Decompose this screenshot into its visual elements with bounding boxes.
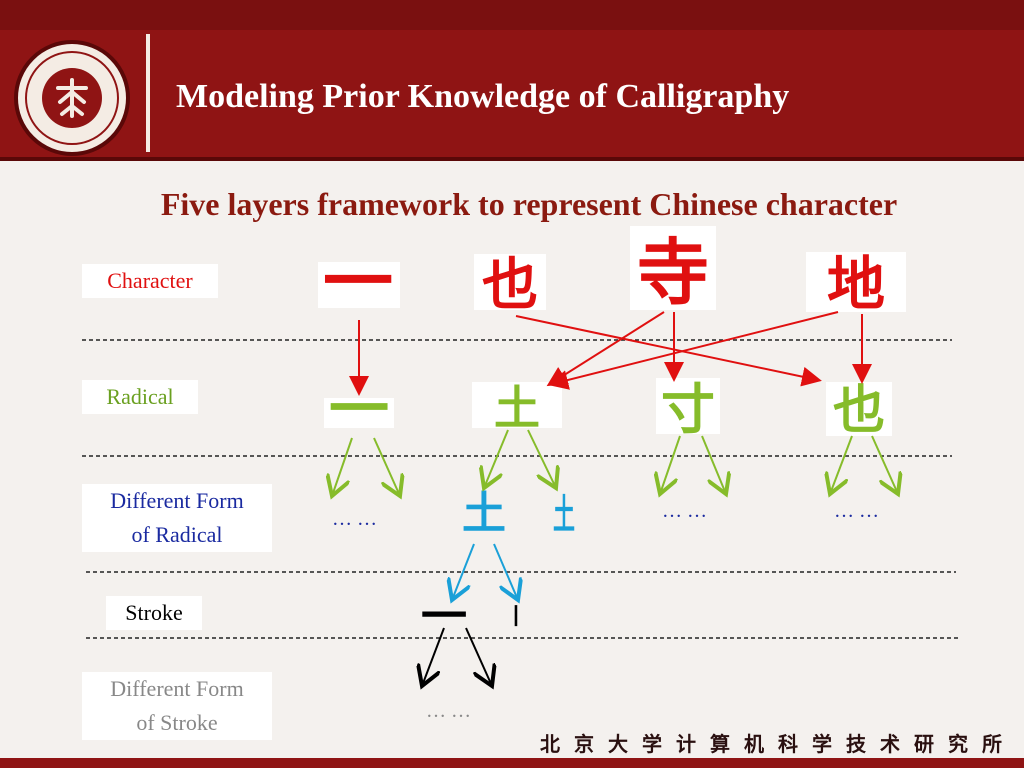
layer-label-character: Character xyxy=(82,264,218,298)
university-seal-icon xyxy=(25,51,119,145)
glyph-box xyxy=(474,254,546,310)
footer-institute: 北京大学计算机科学技术研究所 xyxy=(540,732,1016,756)
ellipsis-radical-yi: … … xyxy=(332,508,377,530)
glyph-box xyxy=(826,382,892,436)
character-glyph-yi: 一 xyxy=(323,241,393,323)
arrow-stroke-left xyxy=(422,627,445,686)
arrow-radical-yi-left xyxy=(332,437,353,496)
layer-label-radical-form: Different Form of Radical xyxy=(82,484,272,552)
layer-label-stroke-form: Different Form of Stroke xyxy=(82,672,272,740)
arrow-radical-yi-right xyxy=(373,437,400,496)
arrow-ye-to-ye xyxy=(515,315,822,387)
arrow-radical-cun-right xyxy=(701,435,726,494)
layer-label-radical: Radical xyxy=(82,380,198,414)
arrow-radical-cun-left xyxy=(660,435,681,494)
glyph-box xyxy=(630,226,716,310)
ellipsis-radical-cun: … … xyxy=(662,500,707,522)
layer-label-stroke: Stroke xyxy=(106,596,202,630)
layer-label-stroke-form-line1: Different Form xyxy=(110,676,244,701)
glyph-box xyxy=(318,262,400,308)
arrow-form-to-heng xyxy=(452,543,475,600)
header-vertical-bar xyxy=(146,34,150,152)
decorative-top-strip xyxy=(0,0,1024,30)
arrow-radical-tu-left xyxy=(484,429,509,488)
arrow-stroke-right xyxy=(465,627,492,686)
footer-bar xyxy=(0,758,1024,768)
radical-glyph-cun: 寸 xyxy=(661,378,715,441)
glyph-box xyxy=(656,378,720,434)
character-glyph-si: 寺 xyxy=(637,231,709,315)
radical-form-glyph-2: 土 xyxy=(553,491,575,538)
stroke-glyph-heng: 一 xyxy=(421,589,467,643)
ellipsis-radical-ye: … … xyxy=(834,500,879,522)
layer-label-stroke-form-line2: of Stroke xyxy=(136,710,218,735)
slide-subtitle: Five layers framework to represent Chine… xyxy=(160,186,898,222)
stroke-glyph-shu: 丨 xyxy=(505,605,527,630)
ellipsis-stroke-forms: … … xyxy=(426,700,471,722)
character-glyph-ye: 也 xyxy=(482,253,538,318)
character-glyph-di: 地 xyxy=(827,250,885,318)
glyph-box xyxy=(472,382,562,428)
header-divider xyxy=(0,157,1024,161)
glyph-box xyxy=(806,252,906,312)
arrow-radical-ye-right xyxy=(871,435,898,494)
university-logo xyxy=(14,40,130,156)
radical-form-glyph-1: 土 xyxy=(462,488,506,539)
glyph-box xyxy=(324,398,394,428)
arrow-si-to-tu xyxy=(546,311,665,387)
header-bar xyxy=(0,30,1024,158)
arrow-radical-tu-right xyxy=(527,429,556,488)
radical-glyph-ye: 也 xyxy=(833,381,885,441)
layer-label-radical-form-line2: of Radical xyxy=(131,522,223,547)
arrow-di-to-tu xyxy=(548,311,839,390)
layer-label-radical-form-line1: Different Form xyxy=(110,488,244,513)
arrow-radical-ye-left xyxy=(830,435,853,494)
page-title: Modeling Prior Knowledge of Calligraphy xyxy=(176,78,790,115)
radical-glyph-tu: 土 xyxy=(494,381,540,435)
arrow-form-to-shu xyxy=(493,543,518,600)
